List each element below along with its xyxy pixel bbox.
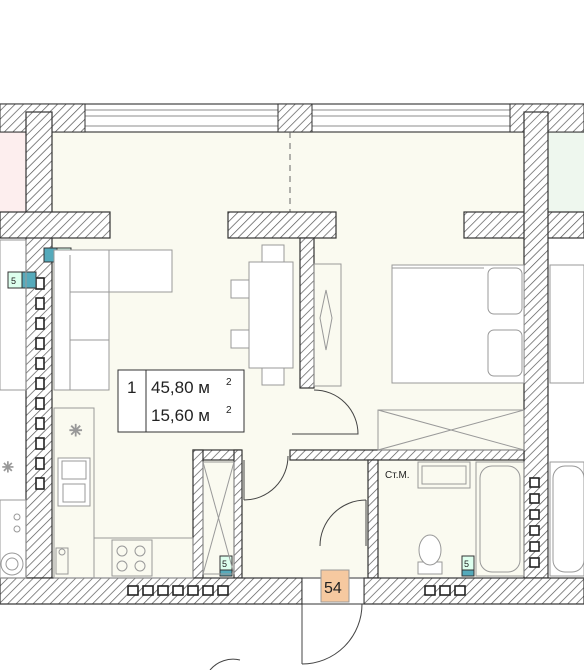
stove [111,539,153,577]
wall-left-stub [0,211,111,239]
storage-label: Ст.М. [385,470,410,481]
total-area: 45,80 м [151,378,210,397]
wall-center-stub [227,211,337,239]
neighbour-bath-right [549,264,584,577]
wall-bedroom-partition [299,237,315,389]
wall-closet-right [233,449,243,579]
toilet [417,534,443,575]
room-count: 1 [127,378,136,397]
wall-right-column [523,111,549,579]
svg-text:✳: ✳ [2,459,14,475]
walls [0,111,584,605]
apartment-number-badge: 54 [320,569,350,603]
vent-label-2: 5 [7,271,37,289]
adjacent-room-left [0,132,26,212]
bed [391,264,525,384]
vent-blocks [35,277,540,596]
neighbour-fixtures-left: ✳ [0,239,27,579]
washbasin [417,461,471,489]
svg-text:5: 5 [464,559,469,569]
bathtub [475,461,525,577]
kitchen-sink [57,457,91,507]
vent-label-4: 5 [461,555,475,577]
tv-console [313,263,342,387]
closet [202,461,235,575]
wall-bottom-right [363,577,584,605]
living-area: 15,60 м [151,406,210,425]
area-table: 1 45,80 м 2 15,60 м 2 [117,369,245,433]
wall-bath-top [289,449,525,461]
living-area-exp: 2 [226,405,232,416]
wall-closet-left [192,449,204,579]
wardrobe [377,409,525,451]
dining-table [230,244,294,386]
svg-text:5: 5 [11,276,16,286]
apartment-number: 54 [324,580,342,597]
doors [209,389,367,670]
total-area-exp: 2 [226,377,232,388]
svg-text:✳: ✳ [69,423,82,440]
kitchen-appliance [55,547,69,575]
vent-label-3: 5 [219,555,233,577]
wall-bath-partition [367,459,379,579]
svg-text:5: 5 [222,559,227,569]
adjacent-room-right [548,132,584,212]
sofa [53,249,173,391]
kitchen-counter: ✳ [53,407,194,579]
